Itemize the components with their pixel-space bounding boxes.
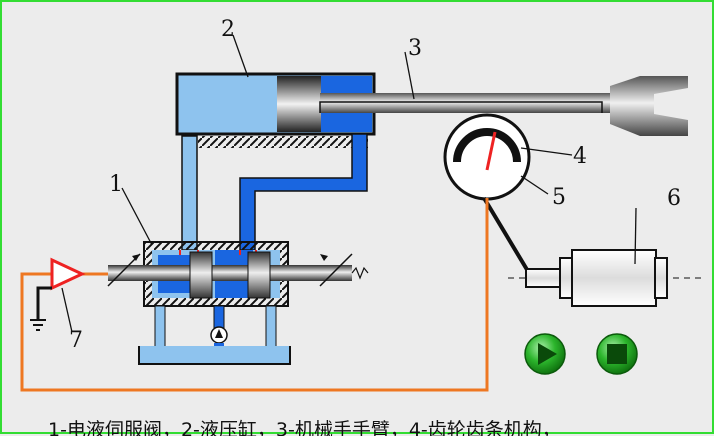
servo-valve — [107, 241, 369, 307]
indicator-needle — [485, 131, 497, 171]
leader-lines — [61, 34, 637, 333]
piston — [277, 76, 321, 132]
motor — [508, 249, 702, 307]
oil-tank — [138, 346, 291, 365]
caption: 1-电液伺服阀，2-液压缸，3-机械手手臂，4-齿轮齿条机构， — [48, 419, 561, 436]
label-amplifier: 7 — [69, 328, 83, 353]
label-servo-valve: 1 — [109, 172, 123, 197]
play-icon — [538, 343, 557, 365]
amplifier — [50, 257, 86, 291]
manipulator-arm — [319, 76, 688, 136]
label-indicator: 5 — [552, 185, 566, 210]
oil-pipes — [181, 133, 368, 251]
stop-button[interactable] — [596, 333, 638, 375]
play-button[interactable] — [524, 333, 566, 375]
spool-land — [247, 251, 271, 299]
spool-land — [189, 251, 213, 299]
stop-icon — [607, 344, 627, 364]
spool-rod — [108, 265, 352, 281]
feedback-circuit — [20, 198, 489, 392]
ground-hatch — [198, 136, 368, 148]
label-motor: 6 — [667, 186, 681, 211]
gear-rack-indicator — [443, 113, 534, 280]
pump-and-tank — [138, 305, 291, 365]
label-gear-rack: 4 — [573, 144, 587, 169]
gear-shaft — [482, 196, 534, 280]
label-cylinder: 2 — [221, 17, 235, 42]
label-arm: 3 — [408, 36, 422, 61]
gripper — [610, 76, 688, 136]
